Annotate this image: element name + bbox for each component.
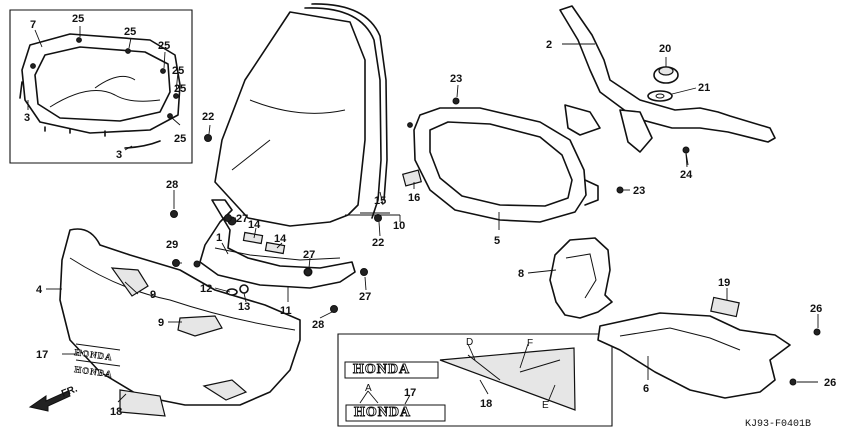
callout-3: 3: [116, 149, 122, 161]
callout-labels: 2 3 3 4 5 6 7 8 9 9 10 11 12 13 14 14 15…: [24, 13, 836, 418]
callout-20: 20: [659, 43, 671, 55]
callout-26: 26: [810, 303, 822, 315]
callout-27: 27: [359, 291, 371, 303]
letter-E: E: [542, 400, 549, 411]
callout-27: 27: [303, 249, 315, 261]
meter-housing-frame: [401, 107, 599, 223]
callout-2: 2: [546, 39, 552, 51]
handlebar: [559, 5, 776, 166]
windscreen: [214, 3, 388, 227]
letter-D: D: [466, 337, 473, 348]
callout-28: 28: [312, 319, 324, 331]
callout-25: 25: [172, 65, 184, 77]
front-cover: HONDA HONDA: [59, 228, 301, 417]
callout-25: 25: [72, 13, 84, 25]
callout-17: 17: [404, 387, 416, 399]
callout-27: 27: [236, 213, 248, 225]
handlebar-grommet: [647, 66, 679, 102]
letter-F: F: [527, 338, 533, 349]
callout-16: 16: [408, 192, 420, 204]
callout-13: 13: [238, 301, 250, 313]
callout-24: 24: [680, 169, 693, 181]
callout-23: 23: [633, 185, 645, 197]
callout-5: 5: [494, 235, 500, 247]
callout-17: 17: [36, 349, 48, 361]
callout-6: 6: [643, 383, 649, 395]
letter-A: A: [365, 383, 372, 394]
callout-15: 15: [374, 195, 386, 207]
inner-cover-right: [597, 296, 821, 399]
callout-18: 18: [110, 406, 122, 418]
callout-21: 21: [698, 82, 710, 94]
front-direction-label: FR.: [60, 383, 79, 399]
callout-29: 29: [166, 239, 178, 251]
callout-22: 22: [372, 237, 384, 249]
leader-lines: [46, 43, 819, 403]
callout-8: 8: [518, 268, 524, 280]
callout-25: 25: [174, 83, 186, 95]
callout-9: 9: [150, 289, 156, 301]
callout-10: 10: [393, 220, 405, 232]
callout-3: 3: [24, 112, 30, 124]
callout-12: 12: [200, 283, 212, 295]
callout-26: 26: [824, 377, 836, 389]
decal-honda-lower: HONDA: [354, 405, 411, 420]
callout-11: 11: [280, 305, 292, 317]
callout-14: 14: [274, 233, 287, 245]
hardware: [170, 97, 624, 313]
callout-22: 22: [202, 111, 214, 123]
callout-28: 28: [166, 179, 178, 191]
callout-4: 4: [36, 284, 43, 296]
callout-23: 23: [450, 73, 462, 85]
callout-18: 18: [480, 398, 492, 410]
front-direction-arrow: FR.: [28, 383, 79, 412]
callout-25: 25: [174, 133, 186, 145]
diagram-code: KJ93-F0401B: [745, 419, 811, 430]
callout-25: 25: [124, 26, 136, 38]
decal-honda-upper: HONDA: [353, 362, 410, 377]
callout-14: 14: [248, 219, 261, 231]
callout-25: 25: [158, 40, 170, 52]
inner-cover-left: [549, 237, 613, 319]
callout-19: 19: [718, 277, 730, 289]
callout-9: 9: [158, 317, 164, 329]
decal-inset: HONDA HONDA D F E A: [337, 333, 613, 427]
callout-1: 1: [216, 232, 222, 244]
callout-7: 7: [30, 19, 36, 31]
inset-meter-panel: [9, 9, 193, 164]
